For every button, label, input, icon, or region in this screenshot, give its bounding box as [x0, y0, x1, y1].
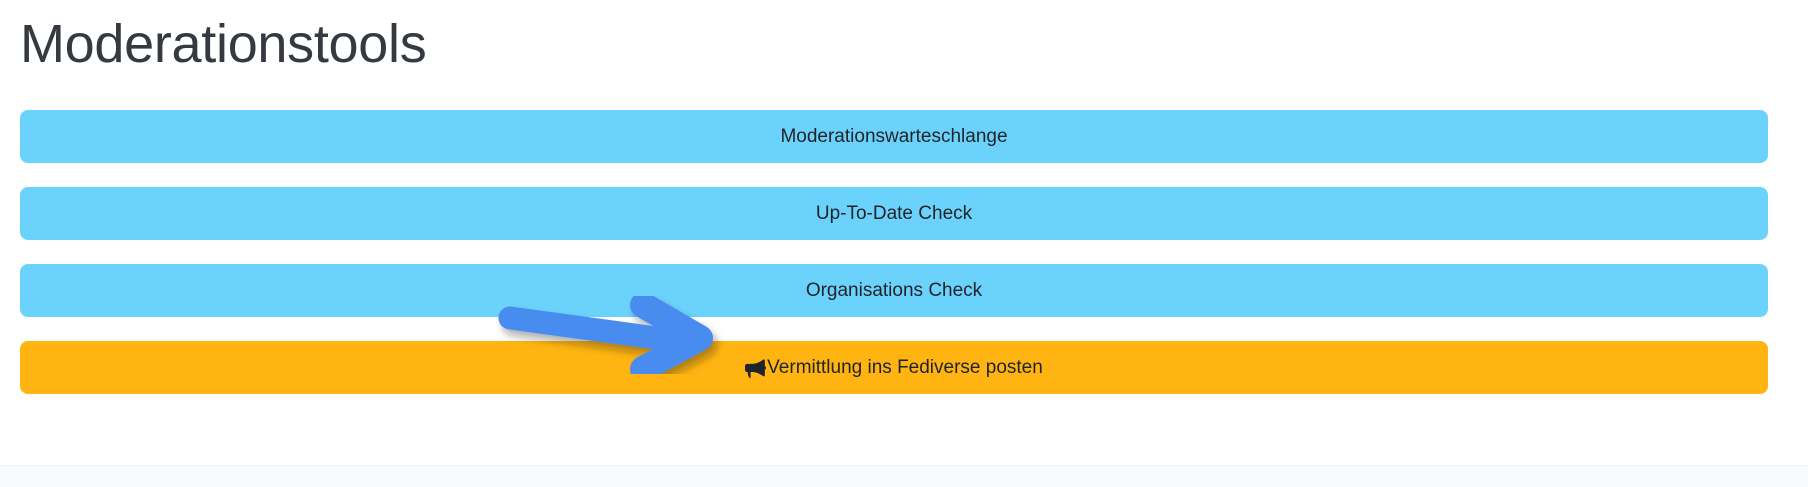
post-to-fediverse-button[interactable]: Vermittlung ins Fediverse posten [20, 341, 1768, 394]
footer-band [0, 465, 1808, 487]
up-to-date-check-button-label: Up-To-Date Check [815, 203, 973, 224]
up-to-date-check-button[interactable]: Up-To-Date Check [20, 187, 1768, 240]
moderation-actions-list: Moderationswarteschlange Up-To-Date Chec… [20, 110, 1768, 394]
moderation-queue-button[interactable]: Moderationswarteschlange [20, 110, 1768, 163]
post-to-fediverse-button-label: Vermittlung ins Fediverse posten [767, 357, 1043, 378]
moderation-queue-button-label: Moderationswarteschlange [780, 126, 1008, 147]
organisations-check-button-label: Organisations Check [805, 280, 983, 301]
organisations-check-button[interactable]: Organisations Check [20, 264, 1768, 317]
bullhorn-icon [745, 359, 767, 378]
page-title: Moderationstools [20, 14, 427, 74]
